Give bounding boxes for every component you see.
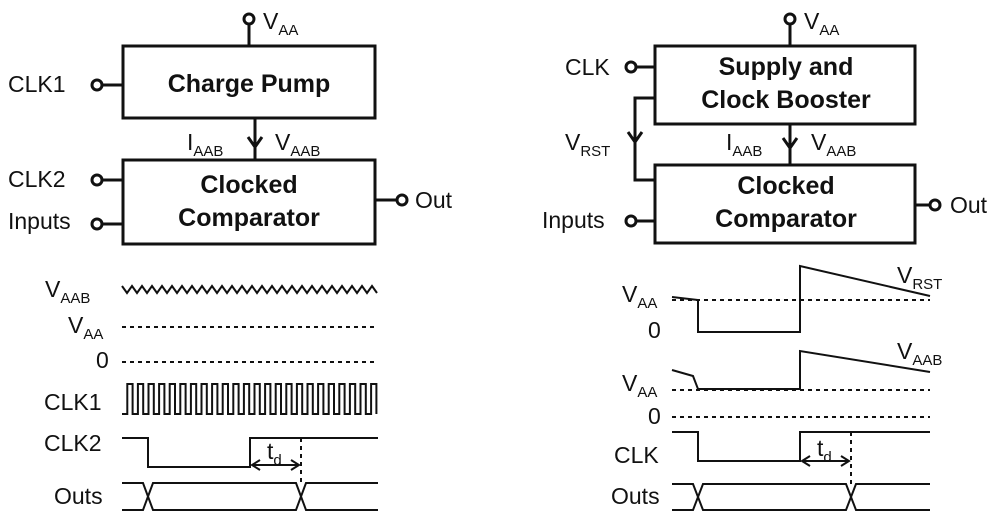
clk2-input-label: CLK2 xyxy=(8,166,66,192)
left-circuit: VAA Charge Pump CLK1 IAAB VAAB Clocked C… xyxy=(8,8,453,246)
left-waveforms: VAAB VAA 0 CLK1 CLK2 td Outs xyxy=(44,276,378,511)
comparator-label-line2: Comparator xyxy=(715,205,857,233)
clk2-terminal xyxy=(90,173,104,187)
out-label: Out xyxy=(950,192,988,218)
inputs-label: Inputs xyxy=(542,207,605,233)
clk1-input-label: CLK1 xyxy=(8,71,66,97)
clocked-comparator-block xyxy=(121,158,377,246)
outs-trace-bottom xyxy=(122,482,378,511)
out-terminal xyxy=(928,198,942,212)
vaa-terminal xyxy=(242,12,256,26)
vaa-terminal xyxy=(783,12,797,26)
comparator-label-line1: Clocked xyxy=(737,172,834,200)
td-label: td xyxy=(817,435,832,466)
clk2-trace xyxy=(122,437,378,468)
outs-trace-top xyxy=(672,483,930,511)
right-waveforms: VRST VAA 0 VAAB VAA 0 CLK td Outs xyxy=(611,262,942,511)
inputs-terminal xyxy=(624,214,638,228)
wave-outs-label: Outs xyxy=(611,483,660,509)
vaab-label: VAAB xyxy=(811,129,856,160)
wave-zero-label: 0 xyxy=(96,347,109,373)
clk1-trace xyxy=(122,383,378,415)
comparator-label-line2: Comparator xyxy=(178,204,320,232)
wave-vaab-label: VAAB xyxy=(45,276,90,307)
arrow-left-icon xyxy=(250,459,261,471)
comparator-label-line1: Clocked xyxy=(200,171,297,199)
down-arrow-icon xyxy=(626,131,644,145)
wave-zero2-label: 0 xyxy=(648,403,661,429)
wave-clk-label: CLK xyxy=(614,442,659,468)
clk-input-label: CLK xyxy=(565,54,610,80)
wave-clk2-label: CLK2 xyxy=(44,430,102,456)
right-circuit: VAA Supply and Clock Booster CLK VRST IA… xyxy=(542,8,988,245)
arrow-left-icon xyxy=(800,455,811,467)
arrow-right-icon xyxy=(290,459,301,471)
wave-vrst-label: VRST xyxy=(897,262,942,293)
vaa-supply-label: VAA xyxy=(263,8,298,39)
out-label: Out xyxy=(415,187,453,213)
wave-vaa2-label: VAA xyxy=(622,370,657,401)
vaab-label: VAAB xyxy=(275,129,320,160)
outs-trace-bottom xyxy=(672,483,930,511)
arrow-right-icon xyxy=(840,455,851,467)
iaab-label: IAAB xyxy=(187,129,223,160)
charge-pump-block xyxy=(121,44,377,120)
vrst-trace xyxy=(671,264,931,333)
clk-terminal xyxy=(624,60,638,74)
wave-outs-label: Outs xyxy=(54,483,103,509)
iaab-label: IAAB xyxy=(726,129,762,160)
out-terminal xyxy=(395,193,409,207)
vaab-ripple-trace xyxy=(121,284,378,295)
inputs-terminal xyxy=(90,217,104,231)
booster-label-line1: Supply and xyxy=(719,53,854,81)
wave-vaa-label: VAA xyxy=(68,312,103,343)
vrst-label: VRST xyxy=(565,129,610,160)
clk-trace xyxy=(672,431,930,462)
td-label: td xyxy=(267,438,282,469)
down-arrow-icon xyxy=(781,137,799,151)
vaa-supply-label: VAA xyxy=(804,8,839,39)
inputs-label: Inputs xyxy=(8,208,71,234)
wave-vaab-label: VAAB xyxy=(897,338,942,369)
vaab-trace xyxy=(671,349,931,390)
charge-pump-label: Charge Pump xyxy=(168,70,331,98)
vrst-path xyxy=(633,96,655,182)
clk1-terminal xyxy=(90,78,104,92)
supply-clock-booster-block xyxy=(653,44,917,126)
wave-vaa1-label: VAA xyxy=(622,281,657,312)
down-arrow-icon xyxy=(246,136,264,150)
wave-clk1-label: CLK1 xyxy=(44,389,102,415)
wave-zero1-label: 0 xyxy=(648,317,661,343)
outs-trace-top xyxy=(122,482,378,511)
booster-label-line2: Clock Booster xyxy=(701,86,871,114)
